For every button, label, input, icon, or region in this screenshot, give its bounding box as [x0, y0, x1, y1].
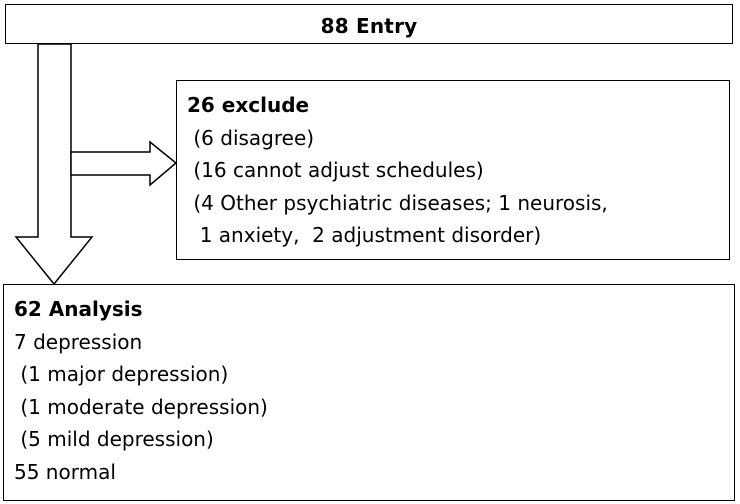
entry-title: 88 Entry	[320, 14, 418, 38]
exclude-title: 26 exclude	[187, 93, 310, 117]
down-arrow	[14, 43, 94, 286]
analysis-line: (1 moderate depression)	[14, 394, 268, 419]
exclude-line: (4 Other psychiatric diseases; 1 neurosi…	[187, 190, 608, 215]
analysis-line: (1 major depression)	[14, 362, 229, 386]
analysis-title: 62 Analysis	[14, 297, 143, 321]
analysis-line: 7 depression	[14, 329, 143, 354]
exclude-line: (6 disagree)	[187, 125, 315, 150]
exclude-line: 1 anxiety, 2 adjustment disorder)	[187, 223, 542, 247]
right-arrow	[70, 140, 178, 187]
exclude-box: 26 exclude (6 disagree) (16 cannot adjus…	[176, 80, 730, 260]
analysis-line: (5 mild depression)	[14, 427, 214, 451]
analysis-line: 55 normal	[14, 459, 116, 484]
exclude-line: (16 cannot adjust schedules)	[187, 158, 484, 182]
entry-box: 88 Entry	[5, 4, 733, 44]
analysis-box: 62 Analysis 7 depression (1 major depres…	[3, 284, 735, 501]
